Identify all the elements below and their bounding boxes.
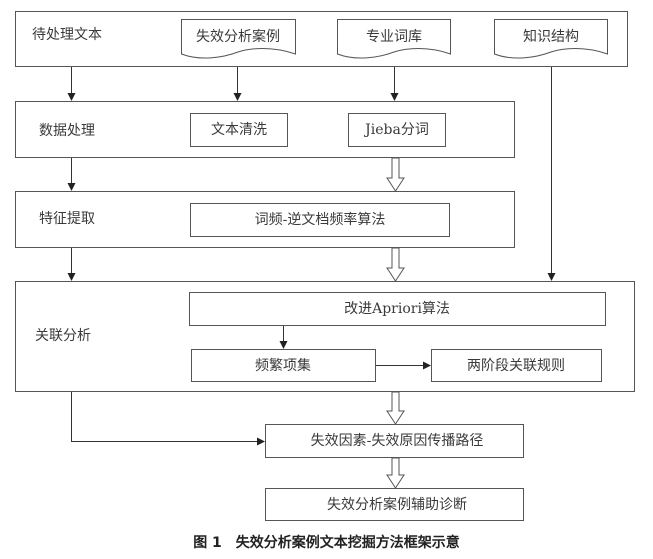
feature-extraction-box [15, 191, 515, 248]
apriori-label: 改进Apriori算法 [344, 301, 450, 317]
hollow-arrow-association-to-propagation [386, 391, 405, 425]
document-shape-knowledge [494, 19, 608, 59]
document-lexicon: 专业词库 [366, 29, 422, 45]
diagnosis-label: 失效分析案例辅助诊断 [327, 497, 467, 513]
two-stage-rules-label: 两阶段关联规则 [467, 358, 565, 374]
input-stage-label: 待处理文本 [32, 27, 102, 43]
figure-caption: 图 1 失效分析案例文本挖掘方法框架示意 [193, 535, 460, 551]
data-processing-label: 数据处理 [39, 123, 95, 139]
text-cleaning-label: 文本清洗 [211, 122, 267, 138]
hollow-arrow-jieba-to-feature [386, 157, 405, 192]
document-shape-lexicon [337, 19, 451, 59]
association-analysis-box [15, 281, 635, 392]
arrow-association-to-propagation [71, 392, 265, 446]
frequent-itemsets-label: 频繁项集 [255, 358, 311, 374]
document-shape-failure-cases [181, 19, 296, 59]
document-failure-cases: 失效分析案例 [196, 29, 280, 45]
tfidf-label: 词频-逆文档频率算法 [254, 212, 386, 228]
text-cleaning-box [190, 113, 288, 147]
propagation-path-label: 失效因素-失效原因传播路径 [310, 433, 484, 449]
association-analysis-label: 关联分析 [35, 328, 91, 344]
frequent-itemsets-box [191, 349, 376, 382]
jieba-segmentation-label: Jieba分词 [365, 122, 429, 138]
jieba-segmentation-box [348, 113, 446, 147]
two-stage-rules-box [431, 349, 602, 382]
feature-extraction-label: 特征提取 [39, 211, 95, 227]
tfidf-box [190, 203, 450, 237]
document-knowledge-structure: 知识结构 [523, 29, 579, 45]
hollow-arrow-propagation-to-diagnosis [386, 457, 405, 489]
hollow-arrow-feature-to-association [386, 247, 405, 282]
data-processing-box [15, 101, 515, 158]
diagnosis-box [265, 488, 524, 521]
input-stage-box [15, 11, 628, 67]
apriori-box [189, 292, 606, 326]
